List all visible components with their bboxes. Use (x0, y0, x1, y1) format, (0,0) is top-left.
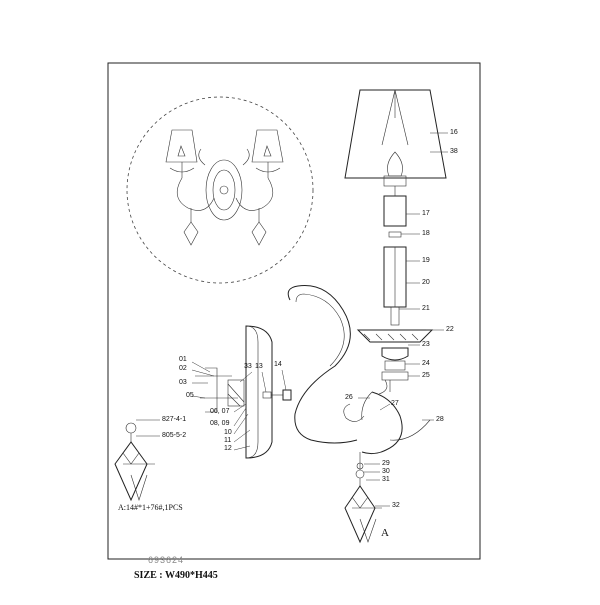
callout-30: 30 (382, 468, 390, 475)
callout-22: 22 (446, 326, 454, 333)
preview-shade-left (165, 129, 198, 163)
crystal-drop-right (344, 485, 376, 544)
callout-21: 21 (422, 305, 430, 312)
callout-18: 18 (422, 230, 430, 237)
view-label: A (381, 527, 389, 539)
arm-top-fitting (381, 371, 409, 381)
callout-24: 24 (422, 360, 430, 367)
wall-mount (195, 325, 292, 459)
ring-nut (384, 360, 406, 371)
callout-19: 19 (422, 257, 430, 264)
arm-outer-curve (287, 285, 358, 444)
leader-lines-left (136, 361, 287, 451)
callout-23: 23 (422, 341, 430, 348)
callout-14: 14 (274, 361, 282, 368)
callout-38: 38 (450, 148, 458, 155)
mounting-bracket (205, 367, 218, 413)
crystal-code-bead: 827-4-1 (162, 416, 187, 423)
shade-assembly (344, 89, 447, 381)
callout-26: 26 (345, 394, 353, 401)
callout-17: 17 (422, 210, 430, 217)
preview-backplate (205, 159, 243, 221)
callout-10: 10 (224, 429, 232, 436)
model-number: 693624 (148, 555, 185, 565)
preview-arm-right (235, 177, 274, 211)
arm-connector (282, 389, 292, 401)
callout-08-09: 08, 09 (210, 420, 230, 427)
scroll-arm (287, 285, 431, 470)
callout-01: 01 (179, 356, 187, 363)
callout-33: 33 (244, 363, 252, 370)
lock-nut (388, 231, 402, 238)
callout-02: 02 (179, 365, 187, 372)
backplate (245, 325, 273, 459)
crystal-bead-small (125, 422, 137, 434)
preview-shade-right (251, 129, 284, 163)
crystal-pendants (114, 422, 382, 544)
callout-28: 28 (436, 416, 444, 423)
crystal-code-drop: 805-5-2 (162, 432, 187, 439)
callout-25: 25 (422, 372, 430, 379)
callout-11: 11 (224, 437, 232, 444)
size-line: SIZE : W490*H445 (134, 570, 218, 581)
preview-arm-left (176, 177, 215, 211)
lamp-shade (344, 89, 447, 179)
arm-lower-scroll (361, 391, 403, 455)
candle-bulb (387, 151, 403, 177)
preview-crystal-left (183, 221, 199, 246)
preview-candle-left (177, 145, 186, 157)
callout-32: 32 (392, 502, 400, 509)
crystal-quantity-note: A:14#*1+76#,1PCS (118, 503, 183, 512)
drawing-frame (107, 62, 481, 560)
terminal-block (227, 379, 245, 407)
preview-crystal-right (251, 221, 267, 246)
callout-03: 03 (179, 379, 187, 386)
candle-sleeve (383, 195, 407, 227)
preview-candle-right (263, 145, 272, 157)
callout-27: 27 (391, 400, 399, 407)
leader-lines-right (358, 132, 448, 507)
cup (381, 347, 409, 361)
callout-06-07: 06, 07 (210, 408, 230, 415)
callout-13: 13 (255, 363, 263, 370)
assembled-preview (126, 96, 314, 284)
crystal-bead-arm (355, 469, 365, 479)
callout-12: 12 (224, 445, 232, 452)
callout-16: 16 (450, 129, 458, 136)
crystal-drop-left (114, 441, 148, 502)
callout-20: 20 (422, 279, 430, 286)
preview-circle (126, 96, 314, 284)
callout-31: 31 (382, 476, 390, 483)
callout-05: 05 (186, 392, 194, 399)
callout-29: 29 (382, 460, 390, 467)
bobeche-dish (356, 329, 434, 343)
